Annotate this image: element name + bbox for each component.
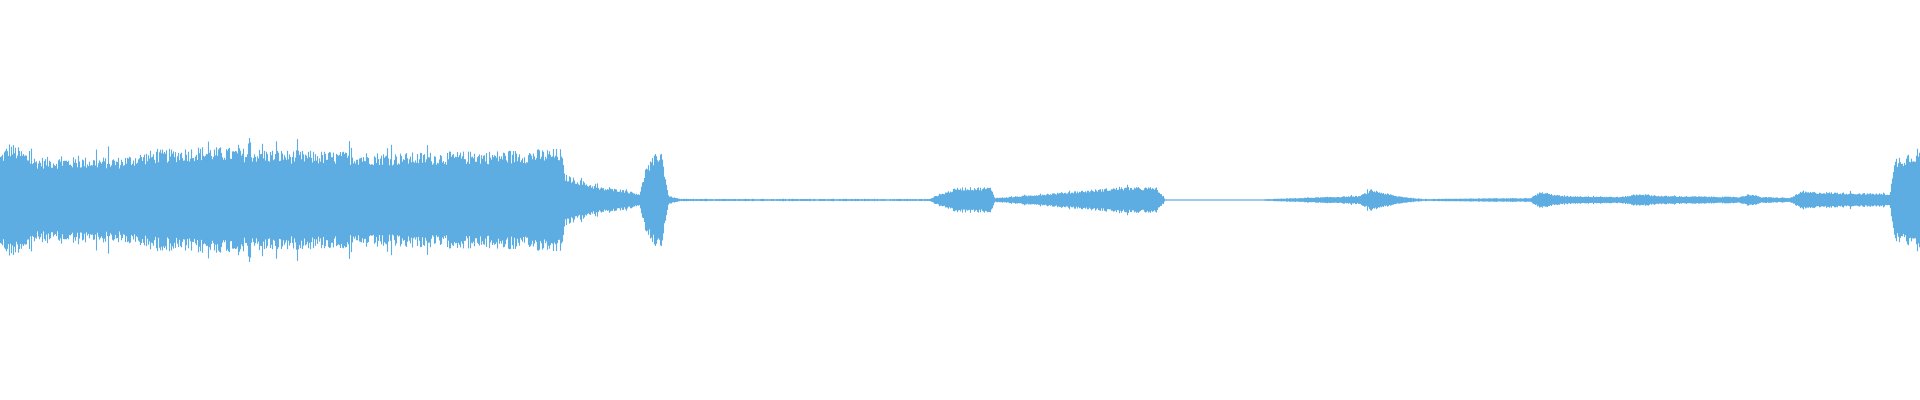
waveform-signal bbox=[0, 138, 1920, 262]
